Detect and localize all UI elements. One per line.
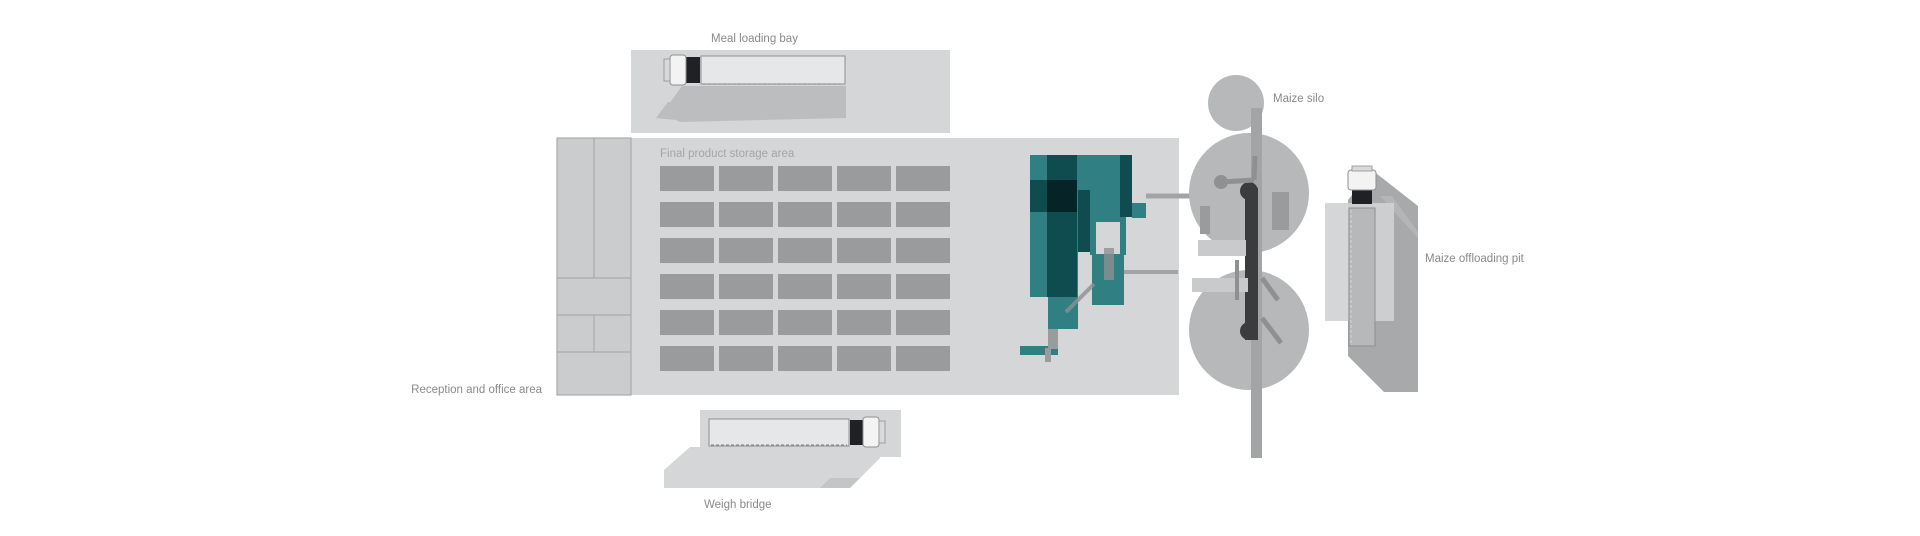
mill-darkest-core — [1047, 180, 1077, 212]
storage-block — [719, 346, 773, 371]
final-product-storage-area: Final product storage area — [557, 138, 1179, 395]
storage-block — [778, 274, 832, 299]
storage-block — [660, 310, 714, 335]
offloading-truck — [1347, 165, 1377, 347]
storage-block — [778, 346, 832, 371]
storage-block — [719, 310, 773, 335]
storage-block — [778, 202, 832, 227]
weigh-bridge: Weigh bridge — [664, 410, 901, 511]
storage-block — [837, 202, 891, 227]
reception-office-area: Reception and office area — [411, 137, 632, 396]
meal-truck-shadow-cab — [656, 102, 690, 120]
storage-block — [837, 346, 891, 371]
meal-loading-truck — [663, 54, 846, 86]
label-final-product-storage: Final product storage area — [660, 148, 795, 160]
storage-block — [837, 274, 891, 299]
label-weigh-bridge: Weigh bridge — [704, 499, 772, 511]
storage-block — [896, 274, 950, 299]
maize-offloading-pit: Maize offloading pit — [1325, 165, 1525, 392]
maize-silo-small — [1208, 75, 1264, 131]
label-reception-office: Reception and office area — [411, 384, 542, 396]
mill-dark-column — [1047, 155, 1077, 297]
storage-block — [660, 166, 714, 191]
storage-block — [660, 238, 714, 263]
weigh-bridge-truck — [708, 416, 886, 448]
storage-block — [896, 166, 950, 191]
storage-block — [896, 202, 950, 227]
storage-block — [896, 310, 950, 335]
storage-block — [837, 310, 891, 335]
label-maize-offloading-pit: Maize offloading pit — [1425, 253, 1525, 265]
storage-block — [719, 166, 773, 191]
label-meal-loading-bay: Meal loading bay — [711, 33, 798, 45]
maize-silos: Maize silo — [1189, 75, 1324, 458]
storage-block — [719, 202, 773, 227]
storage-block — [660, 346, 714, 371]
storage-block — [837, 166, 891, 191]
storage-block — [660, 274, 714, 299]
storage-block — [778, 166, 832, 191]
meal-truck-shadow — [666, 86, 846, 122]
storage-block — [719, 274, 773, 299]
storage-block — [660, 202, 714, 227]
storage-block — [896, 238, 950, 263]
label-maize-silo: Maize silo — [1273, 93, 1324, 105]
milling-plant — [1020, 155, 1208, 362]
storage-block — [719, 238, 773, 263]
storage-block-grid — [660, 166, 950, 371]
storage-block — [778, 310, 832, 335]
storage-block — [837, 238, 891, 263]
weigh-truck-shadow — [664, 447, 880, 488]
storage-block — [896, 346, 950, 371]
meal-loading-bay: Meal loading bay — [631, 33, 950, 133]
storage-block — [778, 238, 832, 263]
